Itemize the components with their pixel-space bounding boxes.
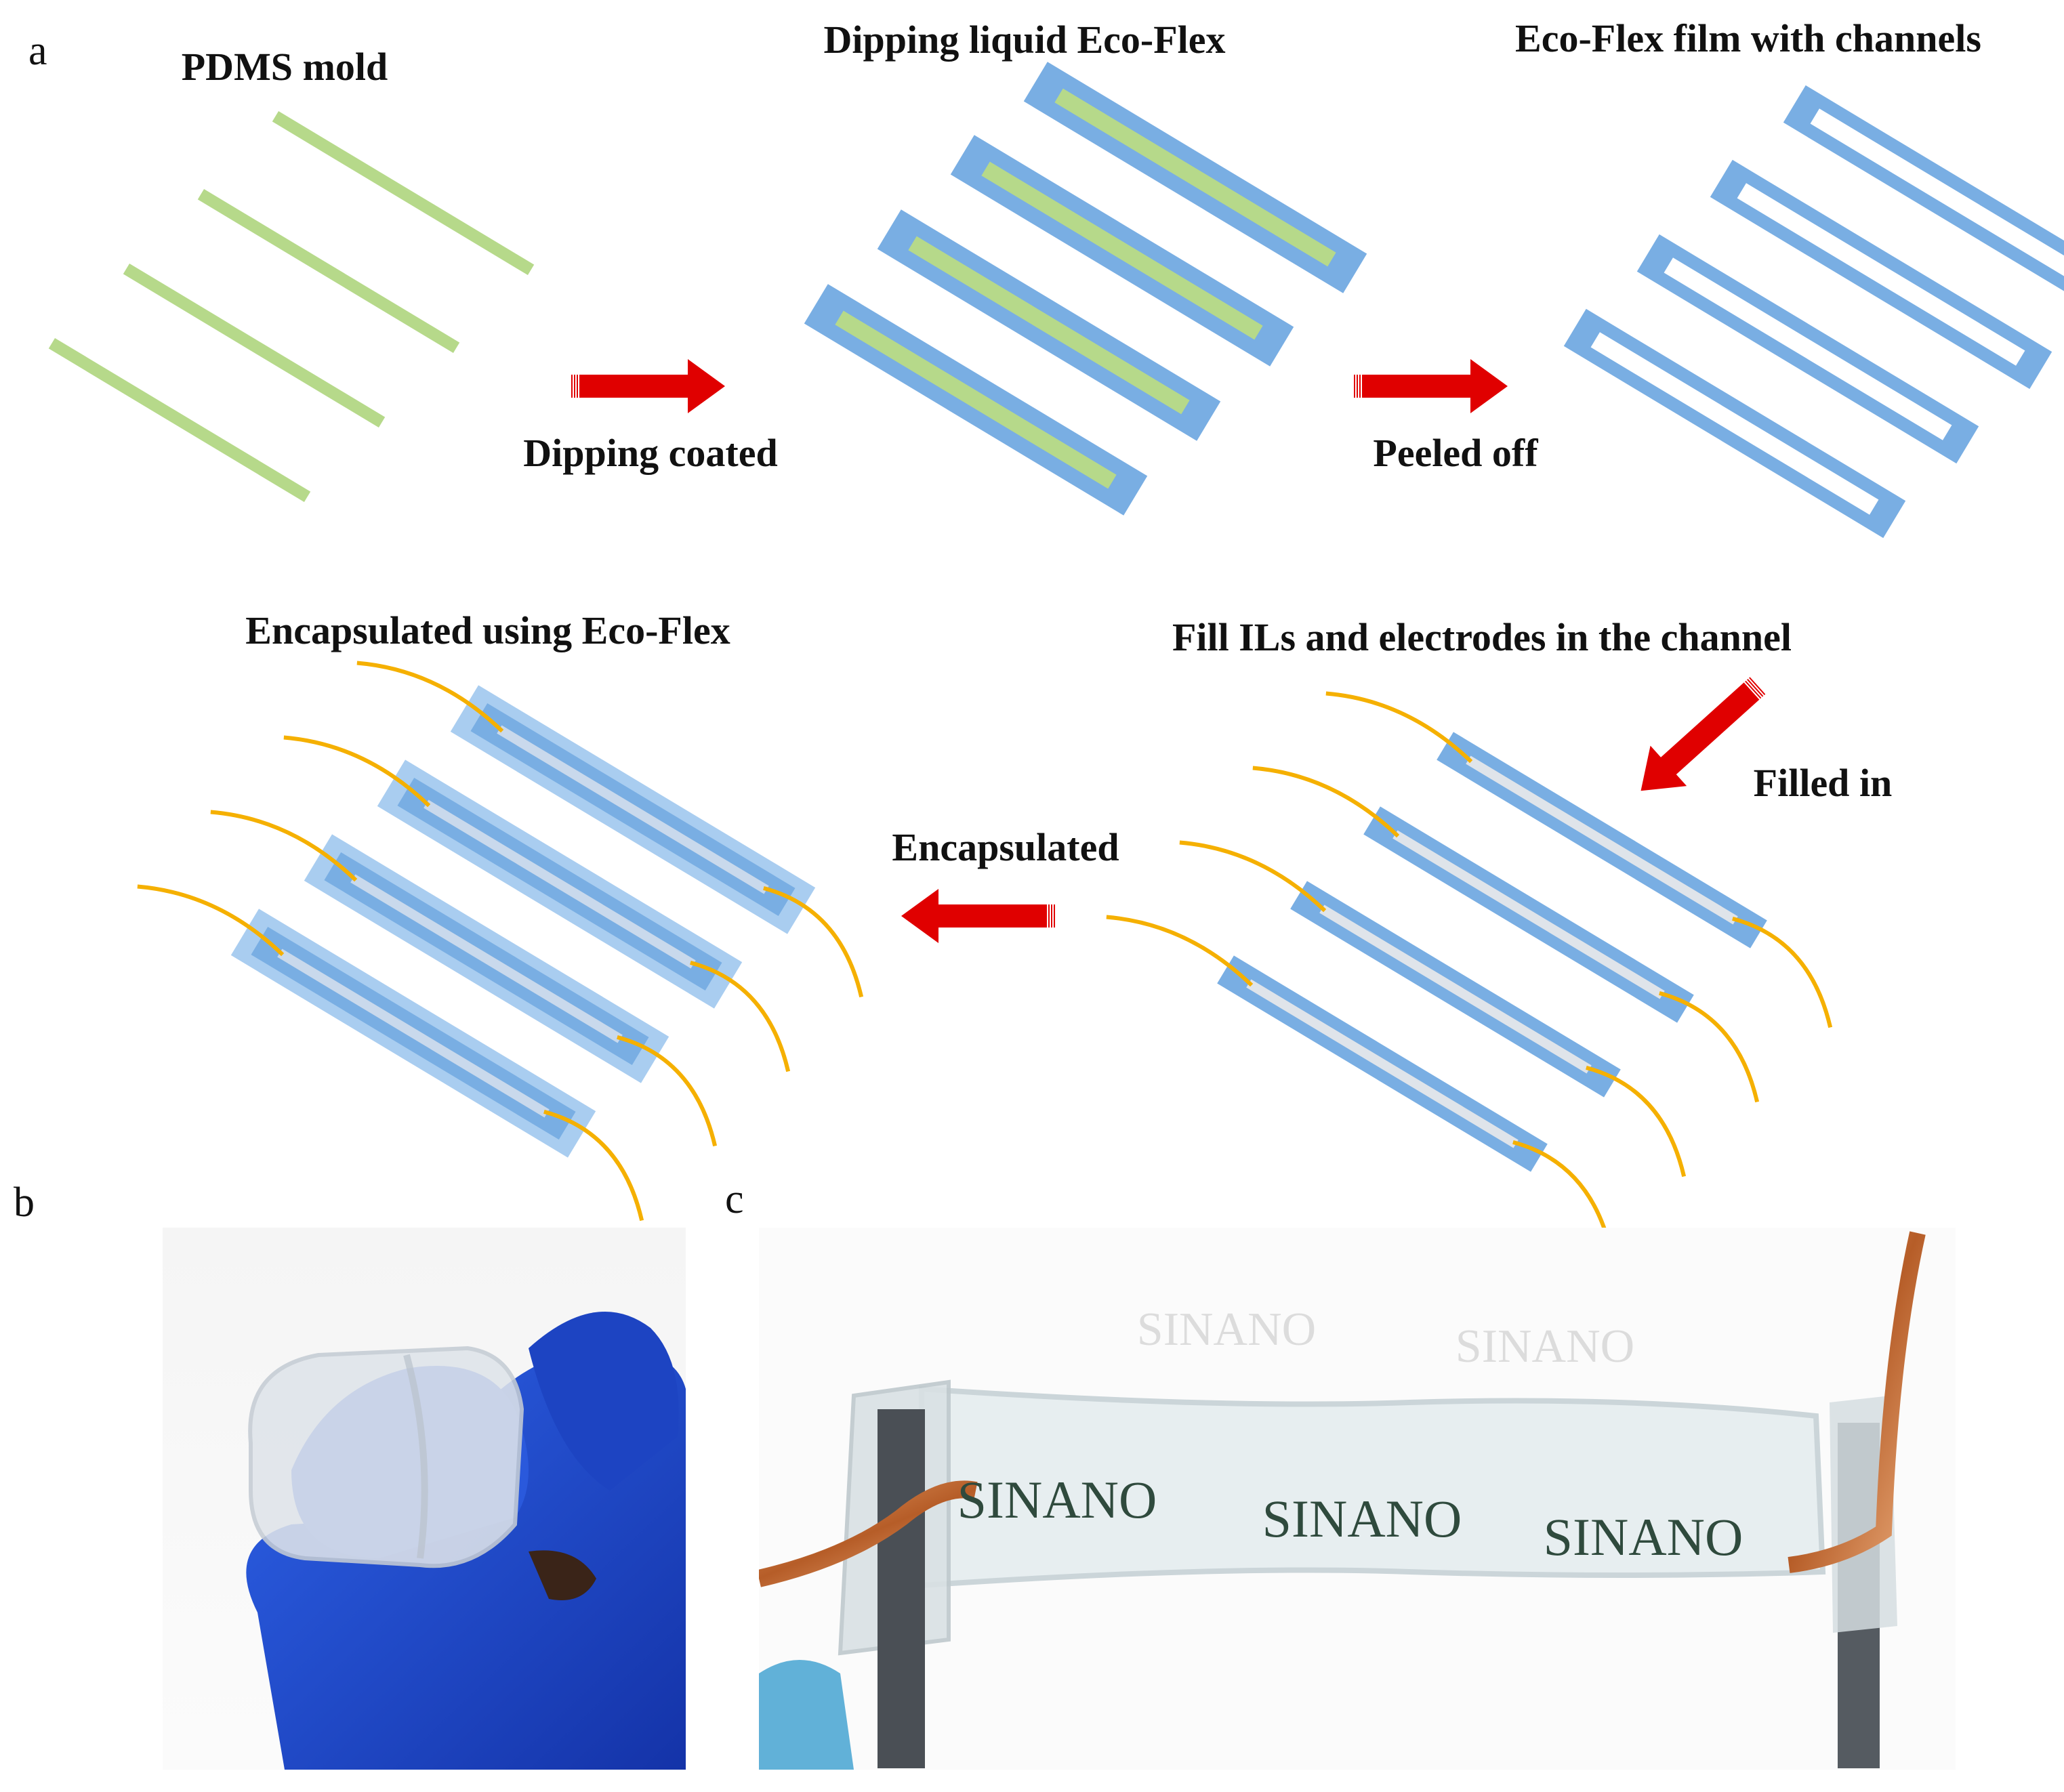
film-strip-2 (1636, 234, 1979, 464)
filled-left-wire-1 (1106, 915, 1254, 987)
encapsulated-strip-2 (304, 834, 669, 1083)
mold-strip-2 (123, 263, 386, 428)
dipped-strip-4 (1023, 62, 1367, 293)
film-strip-1 (1563, 308, 1906, 539)
arrow-encapsulated (901, 889, 1055, 943)
filled-left-wire-3 (1252, 766, 1400, 838)
dipped-strips (804, 62, 1367, 516)
encap-left-wire-3 (283, 735, 431, 808)
background-print-2: SINANO (1456, 1320, 1634, 1373)
transparent-strip (919, 1385, 1826, 1589)
arrow-label-filled-in: Filled in (1754, 761, 1893, 805)
filled-strip-2 (1290, 881, 1621, 1098)
encap-right-wire-2 (617, 1035, 718, 1147)
filled-right-wire-3 (1659, 991, 1760, 1103)
electrode-lead (529, 1550, 596, 1600)
encap-right-wire-3 (690, 960, 791, 1072)
right-copper-lead (1788, 1231, 1926, 1573)
glove-edge (759, 1660, 854, 1770)
print-sinano-3: SINANO (1544, 1507, 1743, 1566)
step-title-pdms-mold: PDMS mold (182, 45, 388, 89)
dipped-strip-2 (877, 209, 1221, 441)
process-arrows (571, 359, 1766, 943)
arrow-label-encapsulated: Encapsulated (892, 825, 1119, 869)
mold-strip-3 (197, 188, 460, 354)
dipped-strip-3 (950, 135, 1294, 367)
filled-left-wire-4 (1325, 691, 1473, 764)
filled-left-wire-2 (1179, 840, 1327, 913)
film-strip-3 (1710, 159, 2052, 390)
encap-left-wire-4 (356, 661, 504, 733)
arrow-peeled-off (1354, 359, 1508, 413)
arrow-label-peeled-off: Peeled off (1373, 431, 1538, 475)
panel-label-b: b (14, 1180, 35, 1226)
photo-c-stretched-strip: SINANO SINANO SINANO SINANO SINANO (759, 1228, 1956, 1770)
encap-right-wire-1 (543, 1109, 644, 1222)
dipped-strip-1 (804, 284, 1148, 516)
filled-right-wire-2 (1586, 1065, 1687, 1178)
encap-left-wire-1 (137, 884, 285, 957)
filled-right-wire-4 (1732, 916, 1833, 1028)
photo-b-ring-sensor (163, 1228, 686, 1770)
left-copper-lead (759, 1480, 978, 1587)
background-print-1: SINANO (1137, 1304, 1316, 1356)
film-strip-4 (1783, 85, 2064, 315)
panel-label-a: a (28, 28, 47, 74)
step-title-film-channels: Eco-Flex film with channels (1515, 16, 1981, 60)
step-title-encapsulated-using: Encapsulated using Eco-Flex (245, 608, 730, 652)
mold-strip-4 (272, 110, 535, 276)
encap-right-wire-4 (763, 885, 864, 998)
encapsulated-strip-3 (377, 759, 743, 1009)
encapsulated-strip-1 (230, 909, 596, 1158)
arrow-label-dipping-coated: Dipping coated (523, 431, 777, 475)
filled-strip-3 (1363, 806, 1694, 1023)
filled-strips (1106, 691, 1833, 1252)
ring-device (248, 1346, 524, 1568)
step-title-fill: Fill ILs and electrodes in the channel (1172, 615, 1792, 659)
encapsulated-strip-4 (450, 685, 816, 934)
pdms-mold-strips (48, 110, 535, 503)
left-clamp (878, 1409, 925, 1768)
arrow-filled-in (1640, 677, 1766, 791)
filled-strip-4 (1437, 732, 1767, 949)
mold-strip-1 (48, 337, 311, 503)
encap-left-wire-2 (210, 810, 358, 882)
print-sinano-1: SINANO (957, 1470, 1157, 1529)
panel-label-c: c (725, 1176, 744, 1222)
print-sinano-2: SINANO (1262, 1489, 1462, 1548)
step-title-dipping-liquid: Dipping liquid Eco-Flex (823, 18, 1225, 62)
film-strips-with-channels (1563, 85, 2064, 539)
filled-strip-1 (1217, 955, 1548, 1172)
arrow-dipping-coated (571, 359, 725, 413)
encapsulated-strips (137, 661, 864, 1222)
